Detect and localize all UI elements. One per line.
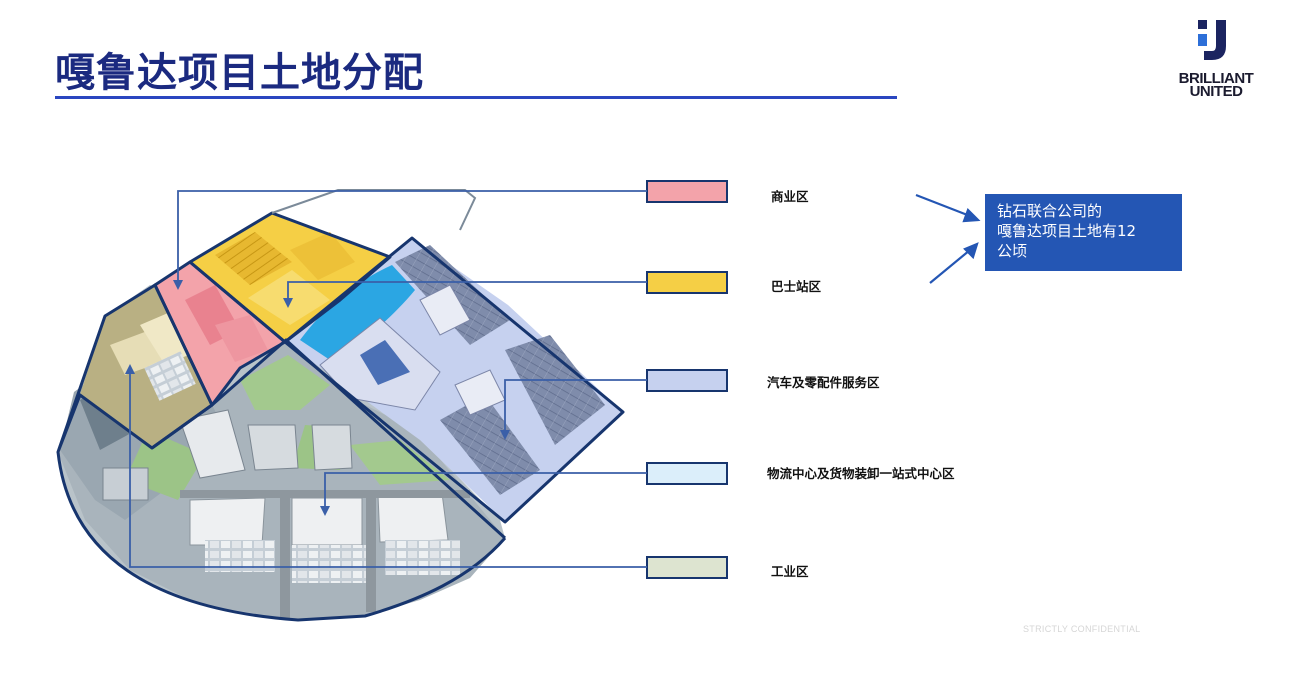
site-outline-top [271, 189, 477, 231]
leader-logistics [324, 472, 647, 508]
warehouse-2 [291, 497, 363, 546]
logo-text-line1: BRILLIANT [1178, 70, 1254, 87]
confidential-watermark: STRICTLY CONFIDENTIAL [1023, 624, 1141, 634]
legend-swatch-bus-station [646, 271, 728, 294]
auto-building-1 [419, 284, 471, 336]
solar-roof-2 [505, 335, 605, 445]
legend-swatch-automotive [646, 369, 728, 392]
leader-commercial [177, 190, 647, 282]
commercial-building-2 [215, 315, 268, 362]
stadium-centre [360, 340, 410, 385]
parking-3 [385, 540, 460, 575]
road-vertical-2 [366, 498, 376, 612]
legend-swatch-commercial [646, 180, 728, 203]
building-mid-3 [311, 424, 353, 471]
page-title: 嘎鲁达项目土地分配 [55, 50, 424, 96]
warehouse-1 [189, 497, 266, 546]
title-underline [55, 96, 897, 99]
building-mid-1 [179, 409, 246, 479]
logo-text-line2: UNITED [1189, 83, 1243, 100]
zone-boundaries [56, 211, 625, 622]
leader-industrial [129, 372, 647, 568]
bus-roof-1 [215, 232, 292, 285]
leader-arrowheads [125, 280, 510, 516]
brilliant-united-logo [1198, 20, 1226, 60]
leader-automotive [504, 379, 647, 432]
bus-roof-2 [248, 270, 330, 325]
legend-label-automotive: 汽车及零配件服务区 [767, 375, 880, 390]
road-vertical-1 [280, 498, 290, 618]
lawn-3 [240, 355, 330, 410]
legend-label-logistics: 物流中心及货物装卸一站式中心区 [767, 466, 955, 481]
callout-line-1: 钻石联合公司的 [997, 202, 1103, 220]
building-mid-2 [247, 424, 299, 471]
leader-bus-station [287, 281, 647, 300]
legend-label-bus-station: 巴士站区 [771, 279, 822, 294]
legend-label-industrial: 工业区 [771, 564, 809, 579]
callout-line-2: 嘎鲁达项目土地有12 [997, 222, 1137, 240]
bus-roof-3 [290, 232, 355, 280]
callout-line-3: 公顷 [997, 242, 1028, 260]
building-left-3 [102, 467, 149, 501]
khaki-roof [144, 351, 196, 401]
callout-arrows [915, 193, 981, 284]
legend-label-commercial: 商业区 [771, 189, 809, 204]
legend-swatch-industrial [646, 556, 728, 579]
warehouse-3 [377, 492, 449, 543]
water-feature [300, 265, 415, 360]
land-area-callout: 钻石联合公司的 嘎鲁达项目土地有12 公顷 [985, 194, 1182, 271]
legend-swatch-logistics [646, 462, 728, 485]
parking-2 [292, 545, 372, 583]
leader-lines [129, 190, 647, 568]
solar-roof-3 [440, 395, 540, 495]
